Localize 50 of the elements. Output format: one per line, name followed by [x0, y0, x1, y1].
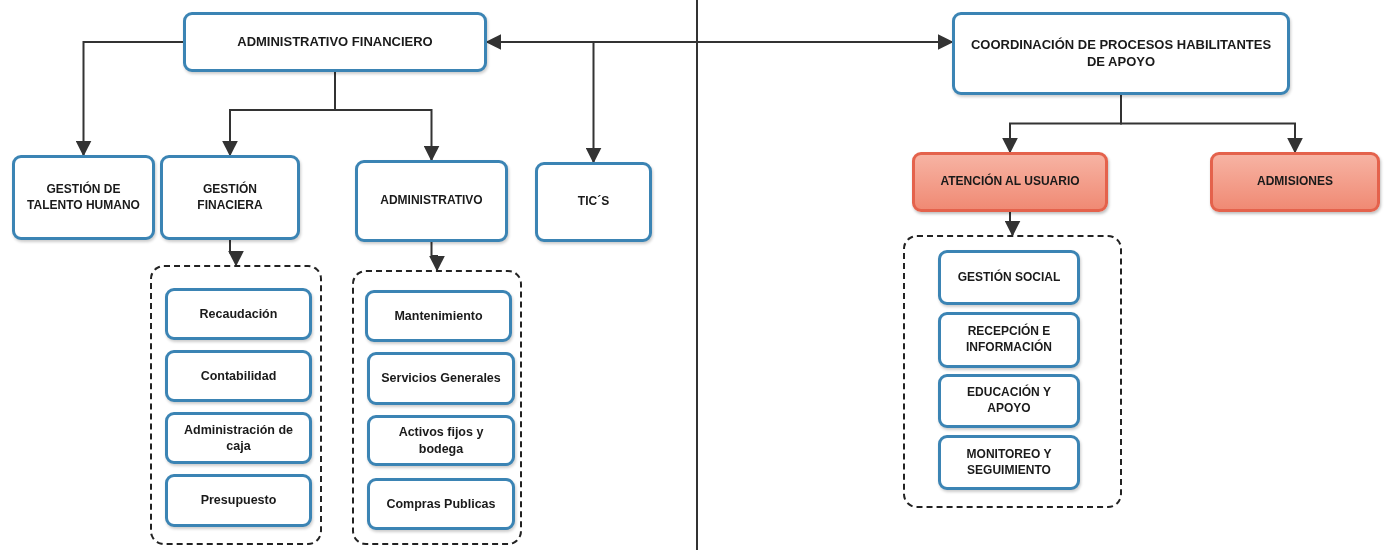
box-label: TIC´S	[576, 194, 611, 210]
process-box	[952, 12, 1290, 95]
box-label: Recaudación	[198, 305, 279, 323]
box-label: MONITOREO Y SEGUIMIENTO	[965, 446, 1053, 479]
box-label: ADMISIONES	[1256, 174, 1334, 190]
box-label: Presupuesto	[199, 492, 278, 509]
process-box	[367, 352, 515, 405]
process-box	[1210, 152, 1380, 212]
dashed-group-box	[150, 265, 322, 545]
dashed-group-box	[352, 270, 522, 545]
arrow	[1120, 94, 1303, 154]
box-label: COORDINACIÓN DE PROCESOS HABILITANTES DE APOYO	[969, 36, 1273, 71]
arrow	[1004, 211, 1021, 237]
process-box	[165, 350, 312, 402]
box-label: Compras Publicas	[385, 495, 497, 513]
process-box	[160, 155, 300, 240]
arrow	[429, 241, 445, 272]
box-label: GESTIÓN SOCIAL	[956, 269, 1062, 286]
box-label: Mantenimiento	[393, 307, 484, 325]
box-label: GESTIÓN DE TALENTO HUMANO	[26, 181, 141, 214]
process-box	[938, 435, 1080, 490]
process-box	[183, 12, 487, 72]
process-box	[165, 412, 312, 464]
box-label: ATENCIÓN AL USUARIO	[939, 174, 1081, 190]
arrow	[334, 71, 440, 162]
process-box	[165, 288, 312, 340]
process-box	[355, 160, 508, 242]
arrow	[75, 41, 184, 157]
process-box	[938, 250, 1080, 305]
box-label: Contabilidad	[199, 367, 278, 385]
arrow	[485, 34, 954, 50]
box-label: Administración de caja	[182, 421, 294, 455]
box-label: EDUCACIÓN Y APOYO	[966, 385, 1052, 417]
box-label: RECEPCIÓN E INFORMACIÓN	[965, 324, 1053, 356]
box-label: Servicios Generales	[380, 370, 502, 387]
process-box	[367, 415, 515, 466]
arrow	[228, 239, 244, 267]
process-box	[938, 374, 1080, 428]
process-box	[165, 474, 312, 527]
process-box	[912, 152, 1108, 212]
dashed-group-box	[903, 235, 1122, 508]
process-box	[535, 162, 652, 242]
box-label: Activos fijos y bodega	[397, 424, 485, 457]
process-box	[12, 155, 155, 240]
box-label: ADMINISTRATIVO	[379, 193, 484, 209]
process-box	[938, 312, 1080, 368]
process-box	[367, 478, 515, 530]
box-label: ADMINISTRATIVO FINANCIERO	[236, 33, 434, 51]
box-label: GESTIÓN FINACIERA	[196, 181, 264, 214]
process-box	[365, 290, 512, 342]
